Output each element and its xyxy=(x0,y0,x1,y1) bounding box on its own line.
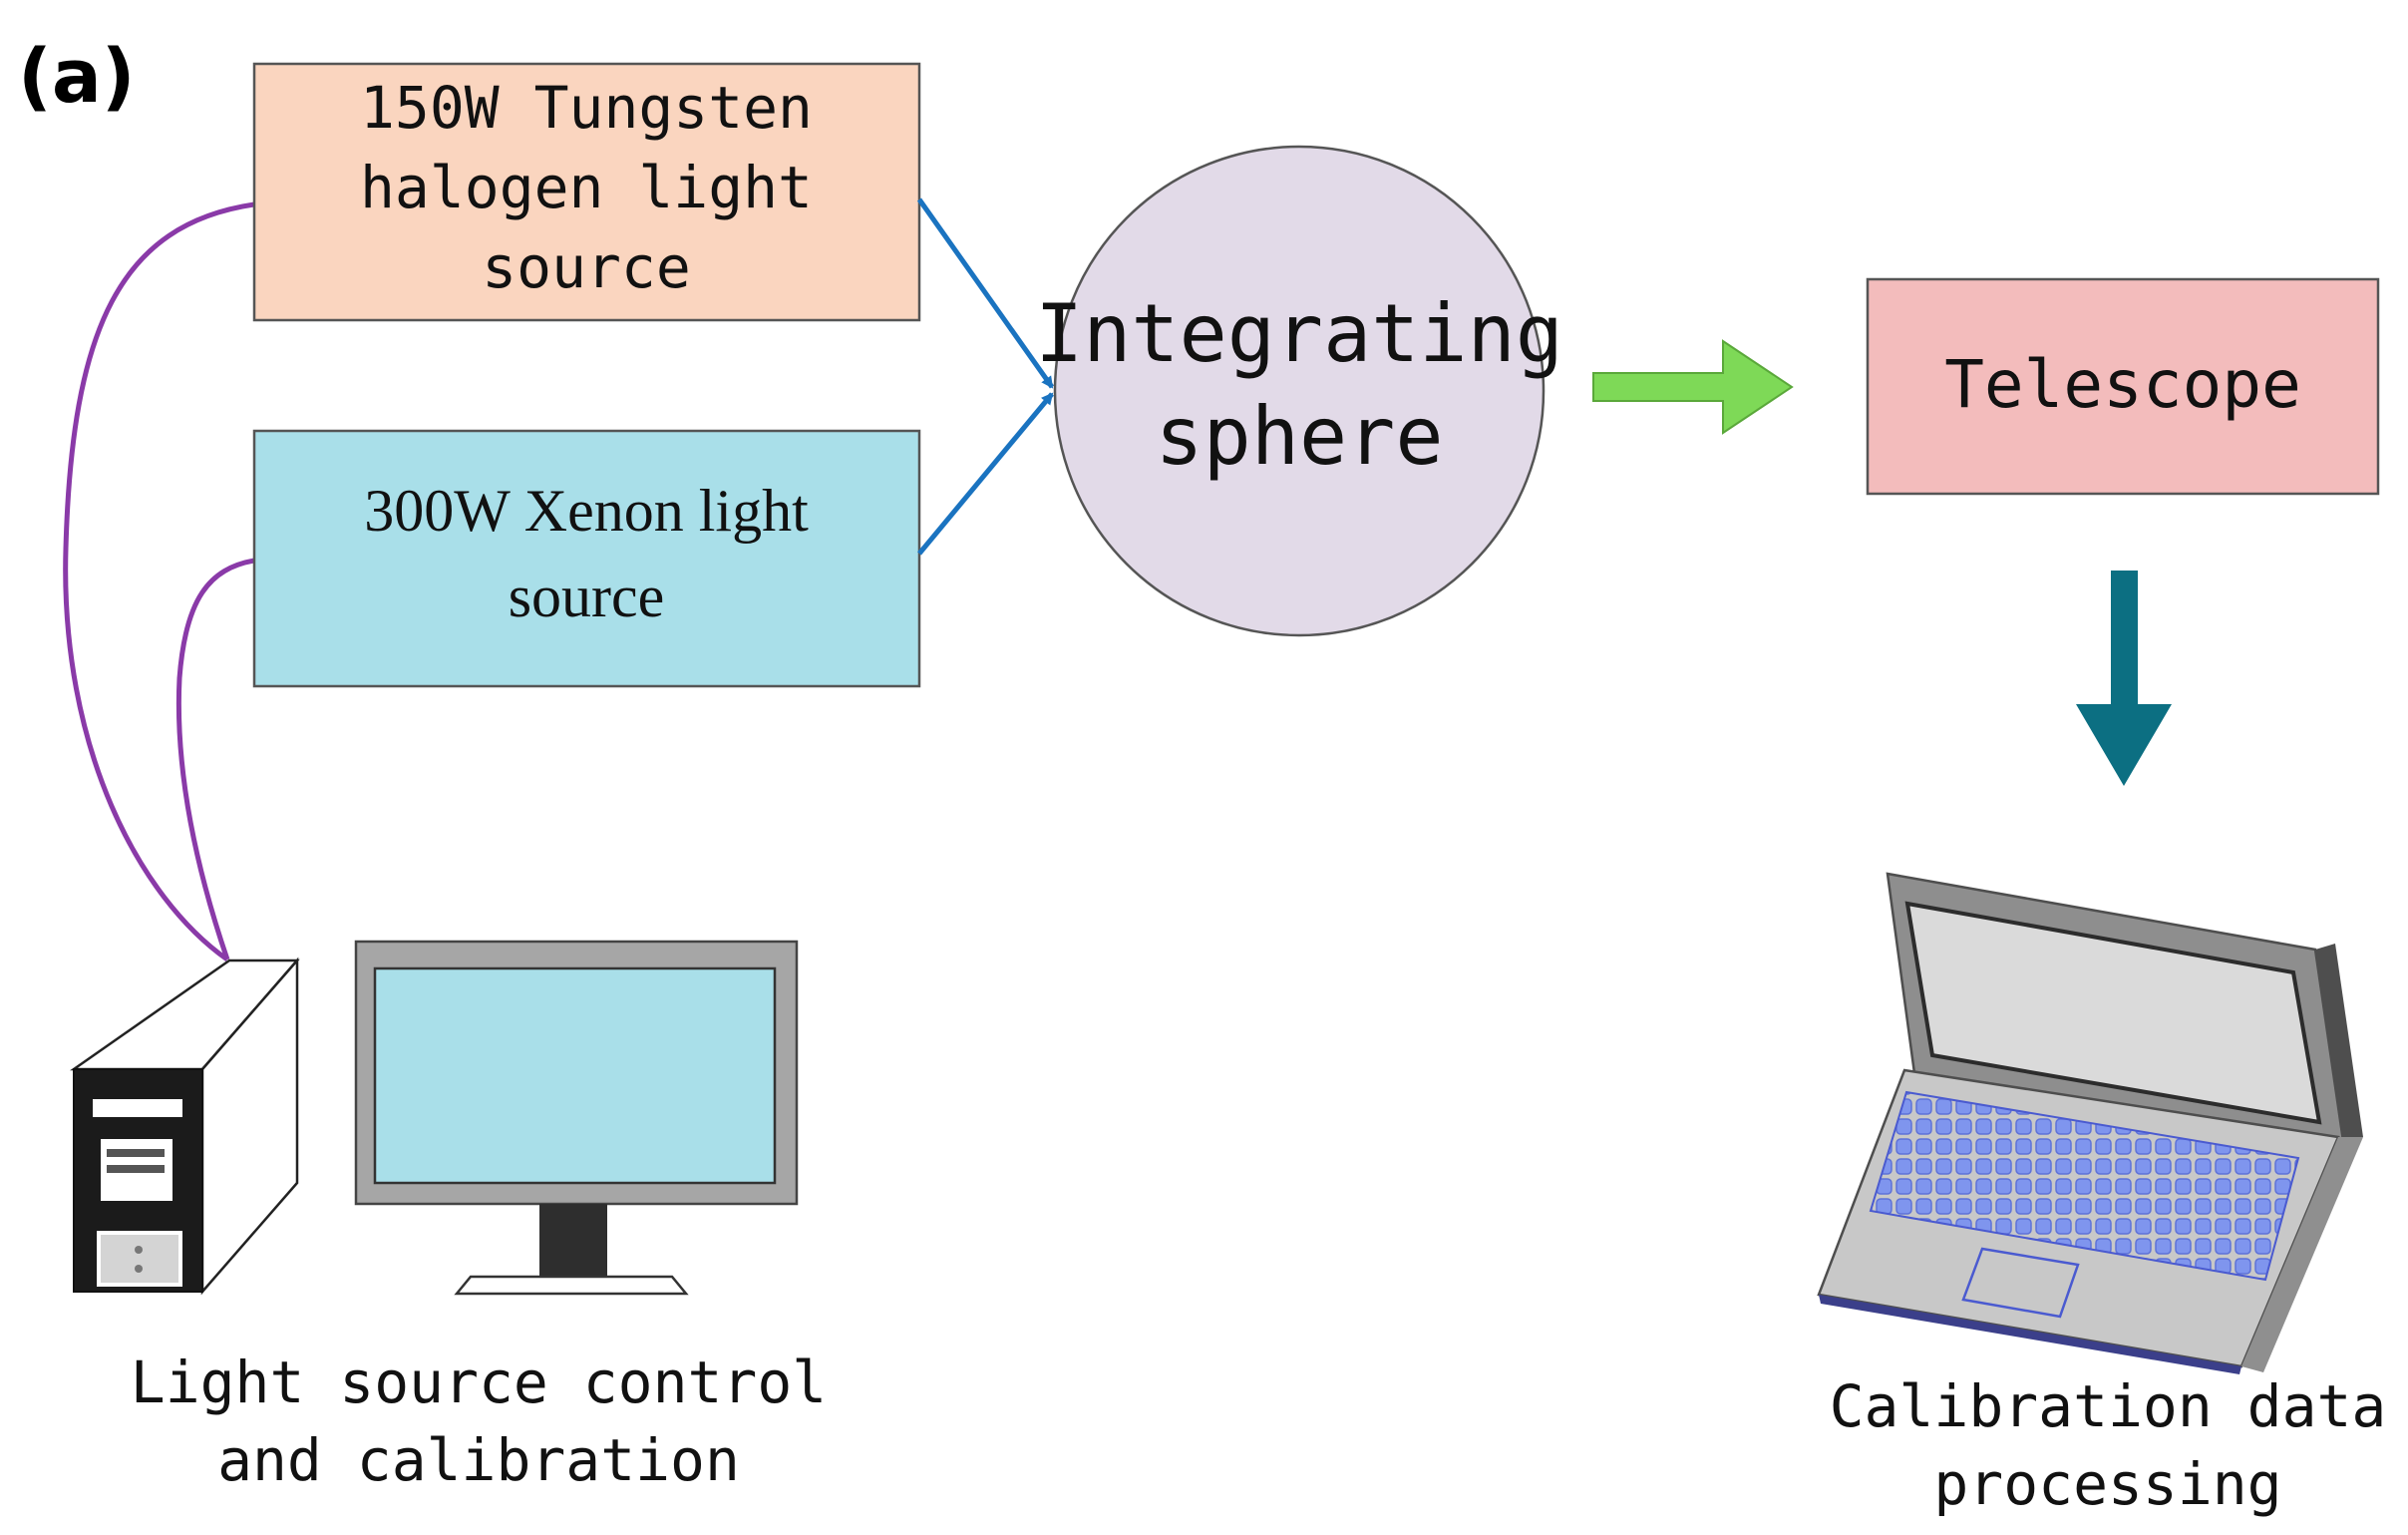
tungsten-to-sphere-arrow xyxy=(916,197,1055,389)
desktop-monitor xyxy=(354,940,799,1296)
laptop-caption-line-1: Calibration data xyxy=(1830,1372,2387,1440)
cable-to-xenon-source xyxy=(175,558,255,960)
telescope-box xyxy=(1866,277,2380,496)
laptop-caption-line-2: processing xyxy=(1933,1450,2281,1518)
laptop-base-front-edge xyxy=(1819,1295,2241,1374)
control-computer-caption-line-2: and calibration xyxy=(217,1426,740,1494)
laptop-keyboard xyxy=(1869,1090,2300,1282)
telescope: Telescope xyxy=(1866,277,2380,496)
source-to-sphere-arrows xyxy=(916,197,1055,556)
laptop-base-side xyxy=(2241,1137,2363,1372)
panel-label: (a) xyxy=(18,34,136,120)
integrating-sphere-label-line-1: Integrating xyxy=(1035,287,1563,380)
tungsten-source-label-line-2: halogen light xyxy=(360,154,813,221)
xenon-source-label-line-2: source xyxy=(509,564,665,629)
laptop-screen xyxy=(1904,901,2322,1125)
tower-power-button xyxy=(135,1246,143,1254)
monitor-stand-base xyxy=(454,1275,689,1296)
xenon-to-sphere-arrow xyxy=(917,392,1054,556)
sphere-to-telescope-arrow xyxy=(1592,339,1794,435)
integrating-sphere-circle xyxy=(1053,145,1546,637)
tower-panel-slot-1 xyxy=(107,1149,165,1157)
monitor-screen xyxy=(373,966,777,1185)
tower-reset-button xyxy=(135,1265,143,1273)
laptop-lid-side xyxy=(2315,944,2363,1141)
tower-panel-slot-2 xyxy=(107,1165,165,1173)
power-cables xyxy=(63,201,255,962)
telescope-to-laptop-arrow xyxy=(2076,571,2172,786)
laptop-trackpad xyxy=(1961,1247,2080,1319)
tungsten-source-box xyxy=(252,62,921,322)
integrating-sphere-label-line-2: sphere xyxy=(1156,390,1444,483)
xenon-source-box xyxy=(252,429,921,688)
xenon-source: 300W Xenon light source xyxy=(252,429,921,688)
telescope-label: Telescope xyxy=(1944,346,2301,423)
tungsten-source-label-line-3: source xyxy=(482,233,691,301)
tungsten-halogen-source: 150W Tungsten halogen light source xyxy=(252,62,921,322)
tower-power-inner xyxy=(101,1235,178,1283)
desktop-tower xyxy=(70,957,300,1296)
tower-drive-bay xyxy=(93,1099,182,1117)
tungsten-source-label-line-1: 150W Tungsten xyxy=(360,74,813,142)
control-computer-caption-line-1: Light source control xyxy=(131,1348,827,1416)
laptop xyxy=(1817,872,2363,1374)
cable-to-tungsten-source xyxy=(63,201,255,962)
integrating-sphere: Integrating sphere xyxy=(1035,145,1563,637)
monitor-stand-neck xyxy=(539,1204,607,1277)
xenon-source-label-line-1: 300W Xenon light xyxy=(364,478,809,544)
